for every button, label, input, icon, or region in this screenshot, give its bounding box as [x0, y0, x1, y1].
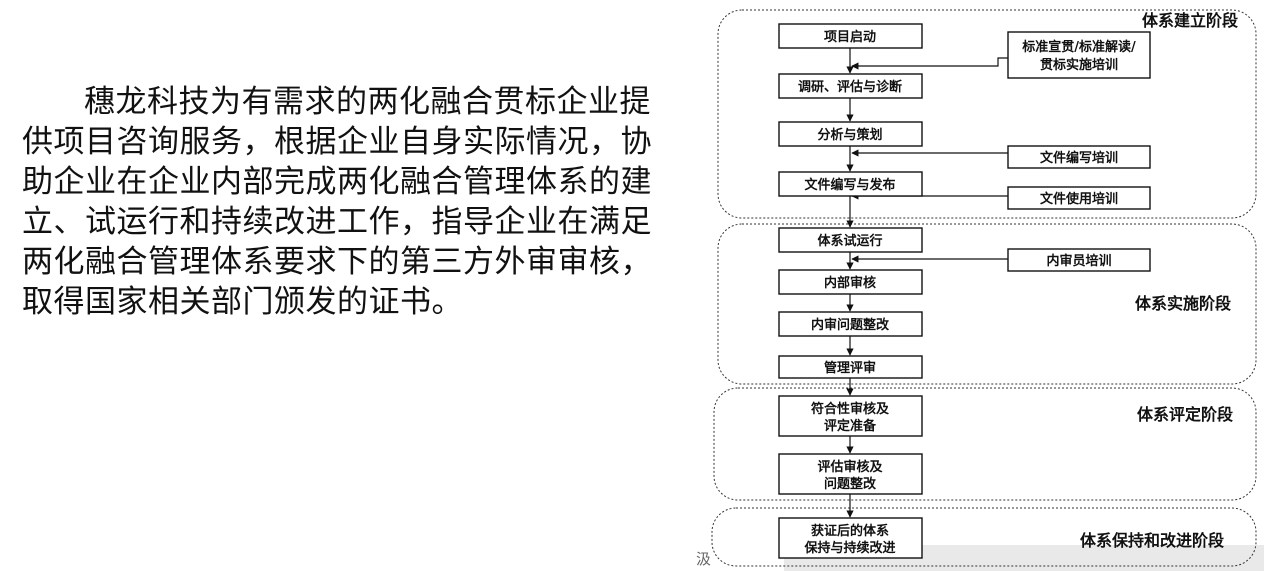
stage-label-evaluate: 体系评定阶段 [1137, 405, 1234, 424]
step-label: 内审问题整改 [811, 317, 890, 333]
training-label: 标准宣贯/标准解读/ [1021, 39, 1136, 55]
step-label: 管理评审 [824, 360, 876, 376]
step-label: 体系试运行 [817, 233, 882, 249]
step-label: 评定准备 [824, 418, 877, 434]
step-label: 评估审核及 [817, 459, 883, 475]
training-document-usage: 文件使用培训 [1007, 186, 1151, 210]
step-label: 问题整改 [824, 476, 877, 492]
step-internal-audit: 内部审核 [778, 269, 923, 295]
step-label: 内部审核 [824, 275, 876, 291]
stray-glyph: 汲 [696, 550, 711, 568]
step-evaluation-audit: 评估审核及 问题整改 [778, 453, 923, 495]
training-label: 贯标实施培训 [1040, 57, 1118, 73]
stage-maintain: 体系保持和改进阶段 [711, 507, 1257, 567]
stage-build: 体系建立阶段 [717, 9, 1257, 219]
step-audit-rectification: 内审问题整改 [778, 311, 923, 337]
training-standard-briefing: 标准宣贯/标准解读/ 贯标实施培训 [1007, 31, 1151, 79]
training-label: 文件使用培训 [1040, 191, 1118, 207]
step-label: 文件编写与发布 [804, 177, 895, 193]
training-document-writing: 文件编写培训 [1007, 145, 1151, 169]
step-label: 获证后的体系 [811, 523, 889, 539]
step-document-release: 文件编写与发布 [778, 171, 923, 197]
step-post-certification: 获证后的体系 保持与持续改进 [778, 517, 923, 559]
training-connector-1 [851, 57, 1008, 70]
step-label: 保持与持续改进 [803, 540, 895, 556]
step-label: 分析与策划 [817, 127, 882, 143]
step-label: 项目启动 [824, 29, 876, 45]
step-label: 符合性审核及 [811, 401, 890, 417]
stage-evaluate: 体系评定阶段 [713, 387, 1257, 501]
training-internal-auditor: 内审员培训 [1007, 248, 1151, 272]
step-label: 调研、评估与诊断 [798, 79, 902, 95]
training-label: 文件编写培训 [1040, 150, 1118, 166]
step-analysis-planning: 分析与策划 [778, 121, 923, 147]
step-trial-run: 体系试运行 [778, 227, 923, 253]
stage-label-maintain: 体系保持和改进阶段 [1080, 531, 1225, 550]
step-research-diagnosis: 调研、评估与诊断 [778, 73, 923, 99]
stage-label-implement: 体系实施阶段 [1135, 294, 1232, 313]
stage-implement: 体系实施阶段 [717, 223, 1257, 385]
step-management-review: 管理评审 [778, 355, 923, 379]
step-conformity-audit: 符合性审核及 评定准备 [778, 395, 923, 437]
intro-paragraph: 穗龙科技为有需求的两化融合贯标企业提供项目咨询服务，根据企业自身实际情况，协助企… [22, 84, 652, 320]
training-label: 内审员培训 [1046, 253, 1111, 269]
step-project-kickoff: 项目启动 [778, 23, 923, 49]
stage-label-build: 体系建立阶段 [1142, 11, 1239, 30]
